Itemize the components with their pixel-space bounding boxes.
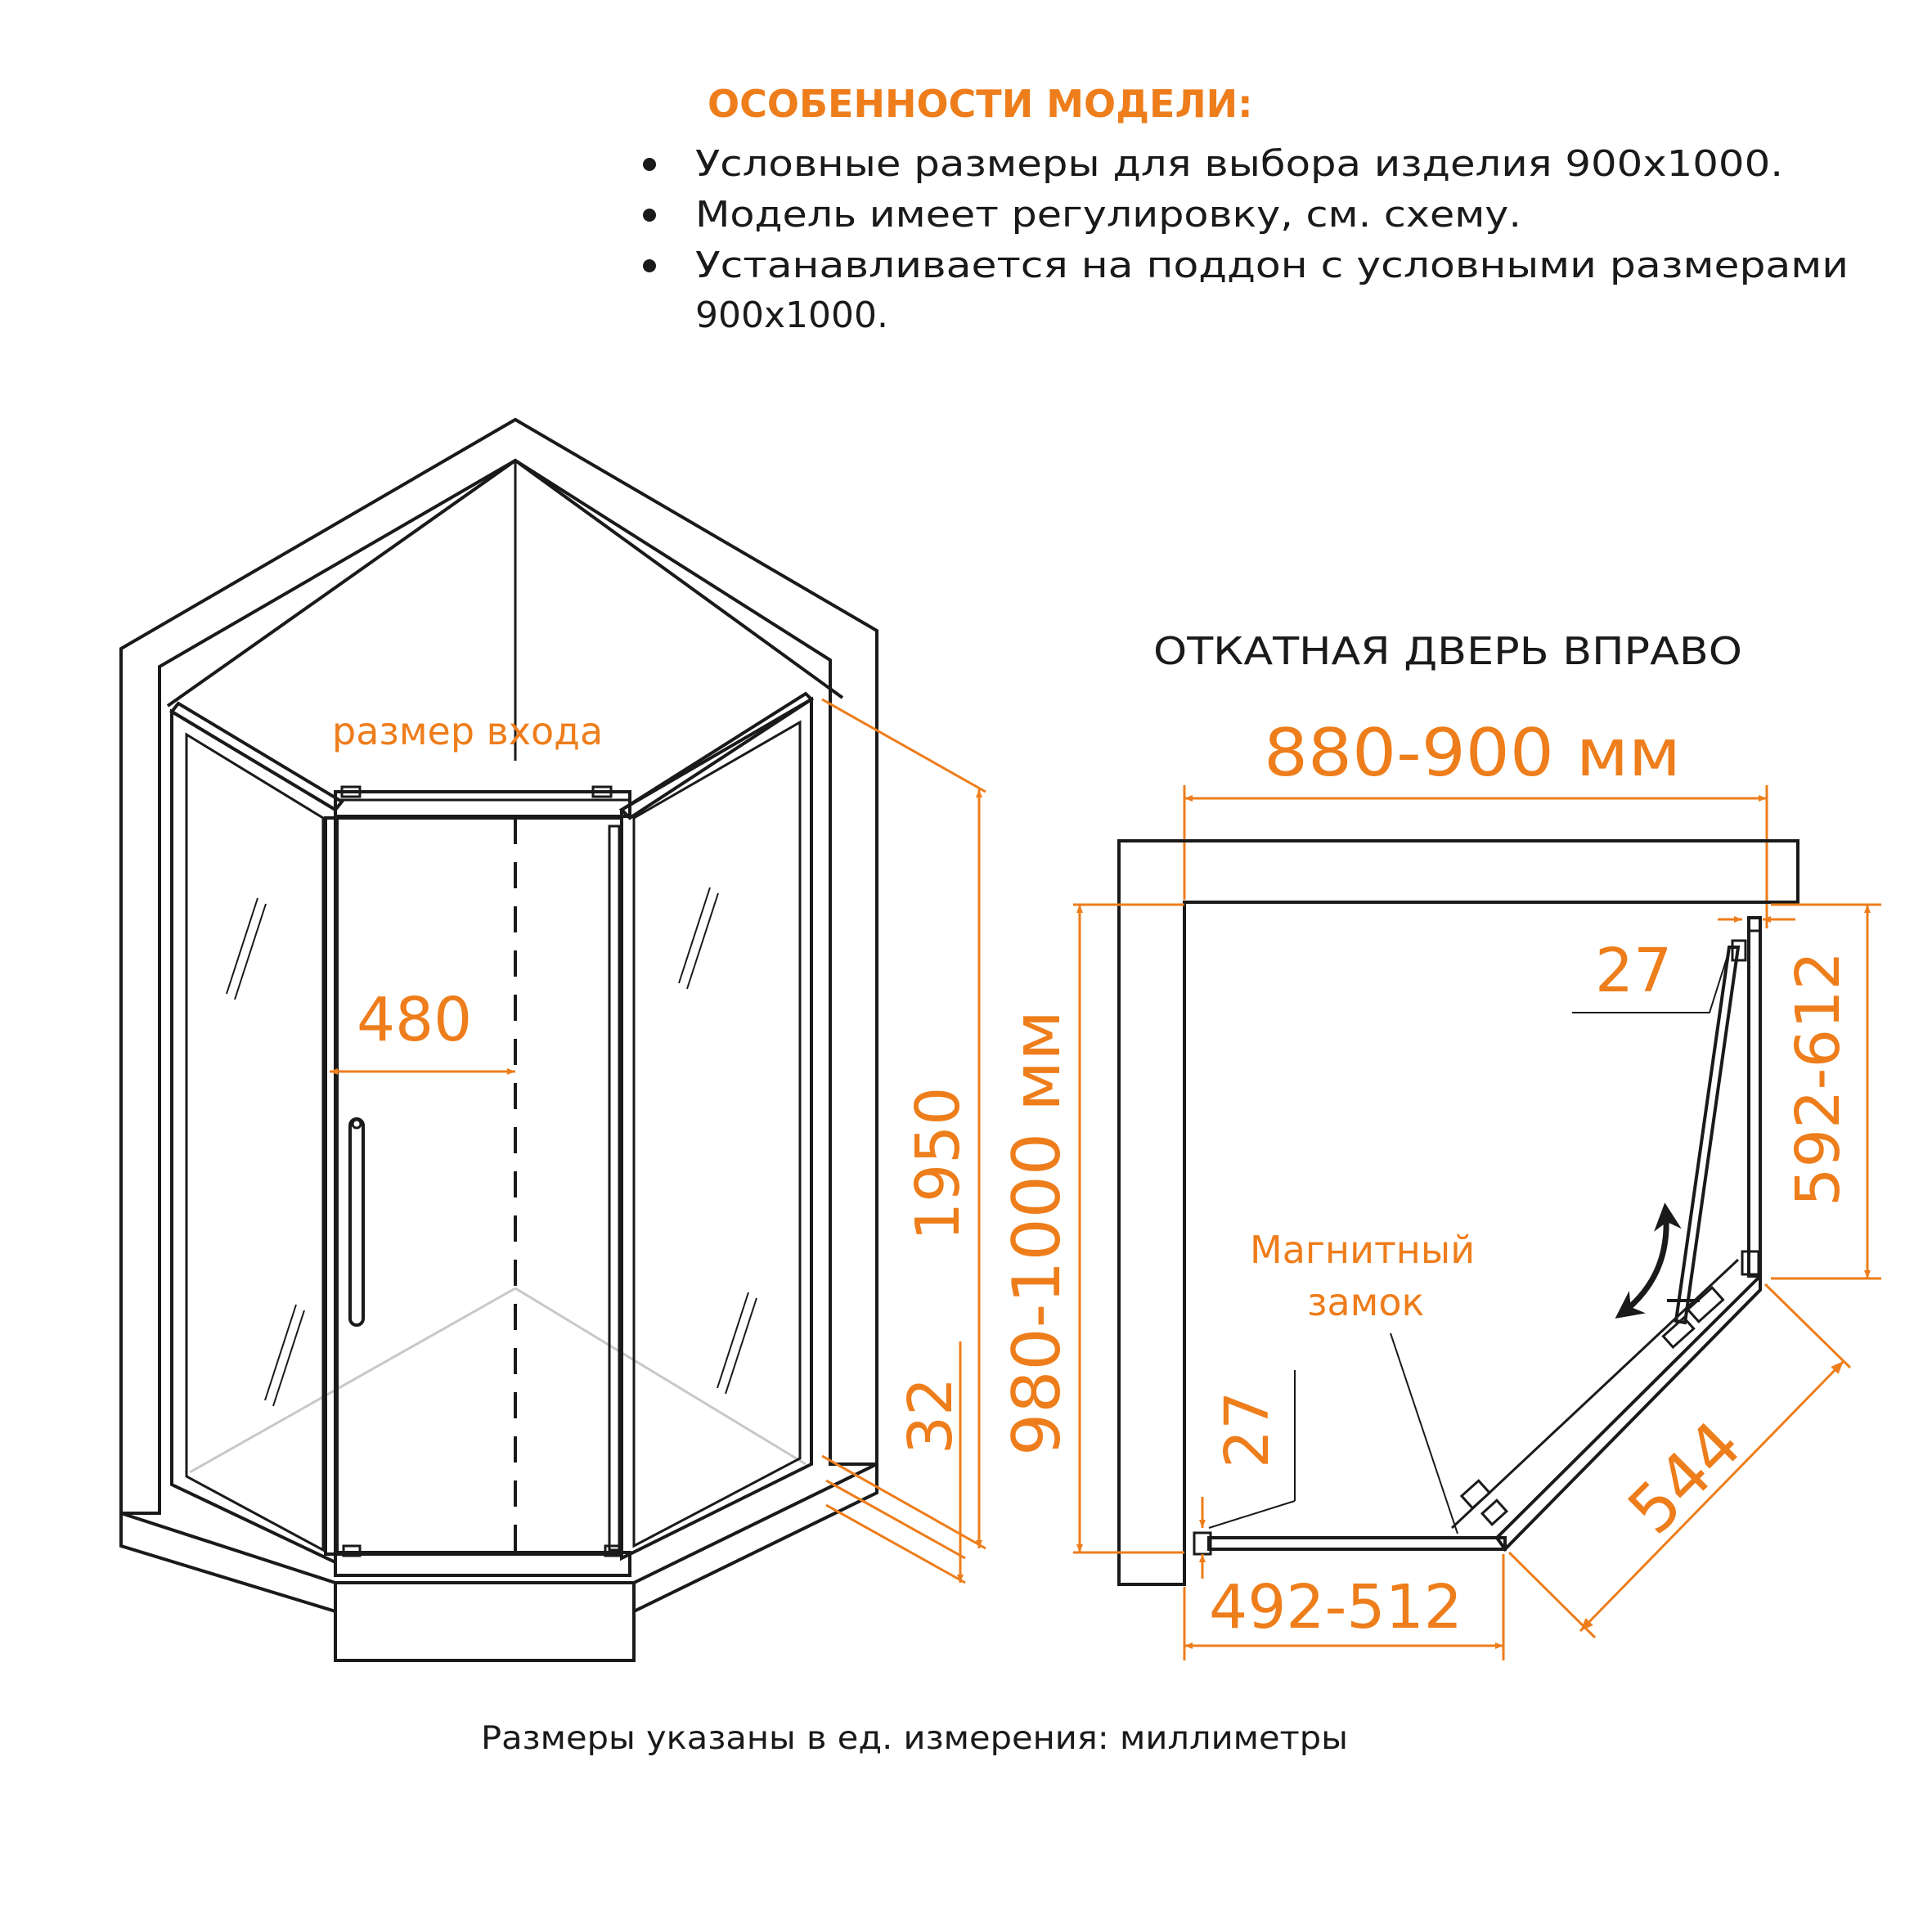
plan-view: ОТКАТНАЯ ДВЕРЬ ВПРАВО 880-900 мм 980-100… xyxy=(999,629,1881,1660)
bullet-3 xyxy=(643,259,656,272)
left-glass-panel xyxy=(170,708,337,1566)
bullet-1 xyxy=(643,158,656,171)
glass-glare-1a xyxy=(226,897,258,995)
plan-depth-value: 980-1000 мм xyxy=(999,1010,1075,1456)
door-handle xyxy=(348,1117,365,1327)
magnet-lock-label-1: Магнитный xyxy=(1250,1228,1475,1272)
plan-door-stop-2 xyxy=(1661,1315,1696,1350)
tray-ext-top xyxy=(825,1479,966,1560)
feature-item-2: Модель имеет регулировку, см. схему. xyxy=(695,194,1521,236)
profile-top-leader xyxy=(1572,950,1730,1013)
feature-item-3-continued: 900х1000. xyxy=(695,294,888,336)
glass-glare-3b xyxy=(686,892,719,990)
plan-front-panel xyxy=(1207,1536,1507,1551)
door-handle-cap xyxy=(351,1118,362,1130)
plan-door-stop-1 xyxy=(1686,1286,1725,1323)
right-panel-inner xyxy=(632,720,802,1548)
diag-ext-bottom xyxy=(1507,1551,1597,1639)
front-dimension-value: 492-512 xyxy=(1209,1572,1462,1642)
door-movement-arrow xyxy=(1615,1202,1682,1319)
features-block: ОСОБЕННОСТИ МОДЕЛИ: Условные размеры для… xyxy=(643,82,1849,336)
plan-width-value: 880-900 мм xyxy=(1264,715,1681,791)
diag-ext-top xyxy=(1764,1283,1852,1369)
profile-top-value: 27 xyxy=(1595,936,1672,1006)
plan-magnet-bracket-1 xyxy=(1459,1479,1492,1510)
bullet-2 xyxy=(643,209,656,222)
height-value: 1950 xyxy=(903,1087,973,1241)
profile-left-value: 27 xyxy=(1212,1391,1283,1468)
magnet-lock-label-2: замок xyxy=(1307,1280,1424,1324)
entrance-size-label: размер входа xyxy=(332,709,603,753)
feature-item-1: Условные размеры для выбора изделия 900х… xyxy=(695,143,1783,185)
units-footnote: Размеры указаны в ед. измерения: миллиме… xyxy=(481,1720,1348,1757)
wall-outline xyxy=(119,417,878,1515)
plan-title: ОТКАТНАЯ ДВЕРЬ ВПРАВО xyxy=(1153,629,1742,673)
roller-left xyxy=(340,785,362,798)
plan-right-panel xyxy=(1747,916,1762,1278)
glass-glare-4b xyxy=(725,1297,757,1395)
glass-glare-2a xyxy=(264,1304,297,1401)
profile-left-leader-h xyxy=(1208,1500,1296,1529)
tray-height-value: 32 xyxy=(896,1377,966,1454)
top-rail-left xyxy=(169,701,344,812)
diagonal-dimension-line xyxy=(1579,1359,1845,1633)
right-glass-panel xyxy=(620,696,813,1561)
side-dimension-value: 592-612 xyxy=(1783,951,1853,1206)
magnet-lock-leader xyxy=(1390,1332,1458,1534)
features-title: ОСОБЕННОСТИ МОДЕЛИ: xyxy=(708,82,1253,126)
glass-glare-2b xyxy=(272,1310,305,1407)
wall-inner-edge xyxy=(166,458,844,708)
plan-door-roller-top xyxy=(1731,939,1747,962)
top-rail-front xyxy=(334,790,631,818)
tray-ext-bottom xyxy=(825,1503,966,1584)
bottom-rail-front xyxy=(334,1551,631,1577)
plan-top-profile xyxy=(1747,916,1762,932)
plan-magnet-bracket-2 xyxy=(1480,1498,1509,1526)
diagonal-dimension-value: 544 xyxy=(1614,1407,1756,1549)
perspective-view: размер входа 480 1950 32 xyxy=(119,417,986,1662)
glass-glare-3a xyxy=(678,887,711,984)
sliding-door xyxy=(335,816,623,1556)
roller-right xyxy=(591,785,613,798)
plan-sliding-door xyxy=(1674,946,1741,1325)
left-panel-inner xyxy=(185,732,325,1552)
floor-line-right xyxy=(514,1287,806,1466)
sliding-door-edge xyxy=(608,824,621,1552)
plan-walls xyxy=(1117,839,1799,1586)
plan-right-bracket xyxy=(1741,1250,1760,1276)
glass-glare-4a xyxy=(717,1292,749,1389)
shower-tray xyxy=(119,1461,878,1662)
floor-line-left xyxy=(189,1287,516,1474)
glass-glare-1b xyxy=(234,903,267,1000)
feature-item-3: Устанавливается на поддон с условными ра… xyxy=(695,245,1849,286)
height-ext-top xyxy=(821,698,986,793)
height-ext-bottom xyxy=(821,1454,986,1550)
entrance-width-value: 480 xyxy=(357,985,472,1055)
